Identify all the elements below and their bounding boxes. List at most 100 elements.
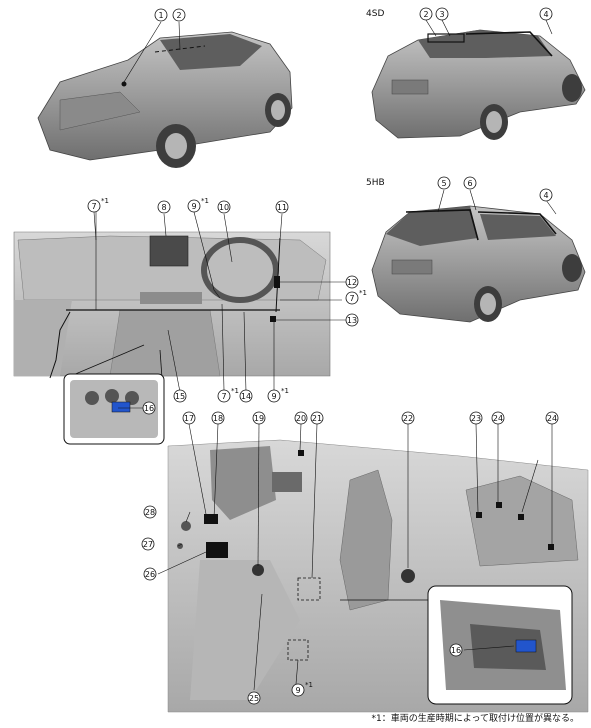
callout-footnote-ref: *1: [101, 197, 109, 205]
callout-number: 16: [451, 646, 461, 655]
callout-10: 10: [217, 200, 231, 214]
callout-circle: [545, 411, 559, 425]
callout-number: 15: [175, 392, 185, 401]
callout-number: 17: [184, 414, 194, 423]
callout-number: 6: [467, 179, 472, 188]
callout-9: 9 *1: [187, 197, 209, 213]
callout-7: 7*1: [87, 197, 109, 213]
callout-number: 24: [547, 414, 557, 423]
callout-footnote-ref: *1: [359, 289, 367, 297]
callout-circle: [154, 8, 168, 22]
leader-lines: [93, 19, 557, 691]
callout-footnote-ref: *1: [231, 387, 239, 395]
callout-circle: [217, 200, 231, 214]
callout-circle: [217, 389, 231, 403]
callout-number: 20: [296, 414, 306, 423]
callout-number: 10: [219, 203, 229, 212]
callout-number: 14: [241, 392, 251, 401]
callout-2: 2: [419, 7, 433, 21]
callout-23: 23: [469, 411, 483, 425]
callout-4: 4: [539, 188, 553, 202]
callout-1: 1: [154, 8, 168, 22]
callout-number: 16: [144, 404, 154, 413]
front-car-illustration: [37, 31, 293, 168]
callout-7: 7*1: [217, 387, 239, 403]
callout-13: 13: [345, 313, 359, 327]
callout-circle: [182, 411, 196, 425]
callout-9: 9 *1: [267, 387, 289, 403]
callout-circle: [435, 7, 449, 21]
callout-number: 19: [254, 414, 264, 423]
callout-21: 21: [310, 411, 324, 425]
callout-3: 3: [435, 7, 449, 21]
callout-5: 5: [437, 176, 451, 190]
callout-circle: [401, 411, 415, 425]
callout-footnote-ref: *1: [201, 197, 209, 205]
callout-number: 25: [249, 694, 259, 703]
callout-11: 11: [275, 200, 289, 214]
callout-15: 15: [173, 389, 187, 403]
console-inset-illustration: [63, 344, 165, 445]
callout-28: 28: [143, 505, 157, 519]
callout-circle: [419, 7, 433, 21]
callout-circle: [539, 188, 553, 202]
armrest-inset-illustration: [427, 585, 573, 705]
callout-4: 4: [539, 7, 553, 21]
callout-24: 24: [491, 411, 505, 425]
callout-circle: [310, 411, 324, 425]
callout-number: 11: [277, 203, 287, 212]
callout-circle: [239, 389, 253, 403]
callout-25: 25: [247, 691, 261, 705]
callout-number: 27: [143, 540, 153, 549]
callout-number: 2: [423, 10, 428, 19]
callout-number: 24: [493, 414, 503, 423]
callout-number: 9: [271, 392, 276, 401]
callout-number: 9: [295, 686, 300, 695]
callout-circle: [267, 389, 281, 403]
callout-circle: [143, 505, 157, 519]
callout-9: 9 *1: [291, 681, 313, 697]
callout-number: 13: [347, 316, 357, 325]
callout-26: 26: [143, 567, 157, 581]
dashboard-interior-illustration: [13, 208, 331, 379]
callout-circle: [211, 411, 225, 425]
callout-footnote-ref: *1: [305, 681, 313, 689]
callout-27: 27: [141, 537, 155, 551]
callout-number: 1: [158, 11, 163, 20]
callout-number: 21: [312, 414, 322, 423]
callout-circle: [173, 389, 187, 403]
callout-circle: [345, 291, 359, 305]
sedan-rear-illustration: [371, 29, 586, 140]
callout-circle: [275, 200, 289, 214]
callout-circle: [437, 176, 451, 190]
callout-number: 3: [439, 10, 444, 19]
callout-number: 23: [471, 414, 481, 423]
label-5hb: 5HB: [366, 178, 385, 188]
callout-footnote-ref: *1: [281, 387, 289, 395]
callout-number: 22: [403, 414, 413, 423]
callout-number: 4: [543, 191, 548, 200]
callout-number: 28: [145, 508, 155, 517]
callout-circle: [449, 643, 463, 657]
callout-number: 9: [191, 202, 196, 211]
callout-6: 6: [463, 176, 477, 190]
callout-2: 2: [172, 8, 186, 22]
callout-12: 12: [345, 275, 359, 289]
callout-circle: [291, 683, 305, 697]
callout-circle: [491, 411, 505, 425]
callout-circle: [469, 411, 483, 425]
label-4sd: 4SD: [366, 9, 384, 19]
callout-17: 17: [182, 411, 196, 425]
hatchback-rear-illustration: [371, 205, 586, 323]
callout-number: 12: [347, 278, 357, 287]
callout-19: 19: [252, 411, 266, 425]
callout-circle: [141, 537, 155, 551]
callout-16: 16: [449, 643, 463, 657]
callout-number: 5: [441, 179, 446, 188]
footnote-production-period: *1：車両の生産時期によって取付け位置が異なる。: [371, 714, 579, 724]
callout-circle: [143, 567, 157, 581]
callout-14: 14: [239, 389, 253, 403]
callout-16: 16: [142, 401, 156, 415]
